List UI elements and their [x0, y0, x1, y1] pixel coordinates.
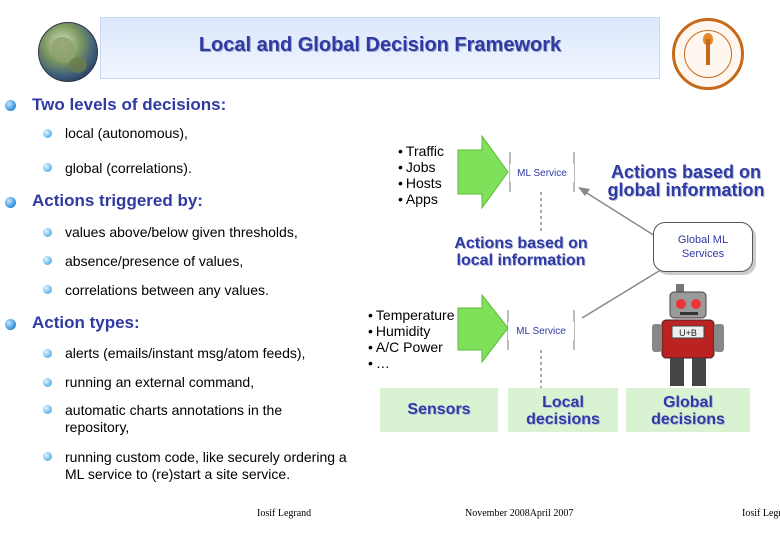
heading-action-types: Action types:	[32, 313, 140, 332]
bullet-icon	[5, 197, 16, 208]
footer-author: Iosif Legrand	[257, 508, 312, 519]
list-item: Hosts	[398, 175, 444, 191]
list-item: A/C Power	[368, 339, 455, 355]
list-item: global (correlations).	[65, 160, 192, 176]
bullet-icon	[43, 378, 52, 387]
actions-local-label: Actions based on local information	[454, 235, 588, 269]
caltech-seal-icon	[672, 18, 744, 90]
lower-data-list: Temperature Humidity A/C Power …	[368, 307, 455, 371]
actions-global-label: Actions based on global information	[607, 162, 765, 200]
list-item: Traffic	[398, 143, 444, 159]
ml-service-label: ML Service	[516, 325, 566, 337]
bullet-icon	[43, 129, 52, 138]
list-item: values above/below given thresholds,	[65, 224, 298, 240]
bullet-icon	[43, 228, 52, 237]
list-item: absence/presence of values,	[65, 253, 244, 269]
ml-service-box-lower: ML Service	[508, 322, 574, 340]
bullet-icon	[43, 405, 52, 414]
slide-title: Local and Global Decision Framework	[198, 34, 562, 56]
ml-service-box-upper: ML Service	[510, 164, 574, 182]
bullet-icon	[43, 349, 52, 358]
bullet-icon	[5, 100, 16, 111]
upper-data-list: Traffic Jobs Hosts Apps	[398, 143, 444, 207]
global-decisions-box	[626, 388, 750, 432]
list-item: Humidity	[368, 323, 455, 339]
list-item: Jobs	[398, 159, 444, 175]
footer-author-right: Iosif Legr	[742, 508, 780, 519]
heading-actions-triggered: Actions triggered by:	[32, 191, 203, 210]
list-item: running custom code, like securely order…	[65, 449, 347, 482]
bullet-icon	[43, 285, 52, 294]
list-item: Apps	[398, 191, 444, 207]
list-item: local (autonomous),	[65, 125, 188, 141]
robot-icon: U+B	[652, 284, 724, 386]
local-decisions-box	[508, 388, 618, 432]
ml-service-label: ML Service	[517, 167, 567, 179]
list-item: alerts (emails/instant msg/atom feeds),	[65, 345, 306, 361]
bullet-icon	[43, 256, 52, 265]
sensors-label: Sensors	[407, 401, 471, 418]
bullet-icon	[43, 163, 52, 172]
global-ml-services-box: Global ML Services	[653, 222, 753, 272]
list-item: Temperature	[368, 307, 455, 323]
robot-chest-label: U+B	[679, 328, 697, 338]
global-decisions-label: Global decisions	[651, 394, 725, 428]
heading-two-levels: Two levels of decisions:	[32, 95, 227, 114]
list-item: correlations between any values.	[65, 282, 269, 298]
bullet-icon	[43, 452, 52, 461]
footer-date: November 2008April 2007	[465, 508, 574, 519]
globe-logo-icon	[38, 22, 98, 82]
local-decisions-label: Local decisions	[526, 394, 600, 428]
sensors-box	[380, 388, 498, 432]
list-item: automatic charts annotations in the repo…	[65, 402, 283, 435]
global-ml-label: Global ML Services	[677, 234, 729, 260]
bullet-icon	[5, 319, 16, 330]
list-item: running an external command,	[65, 374, 255, 390]
list-item: …	[368, 355, 455, 371]
title-banner	[100, 17, 660, 79]
